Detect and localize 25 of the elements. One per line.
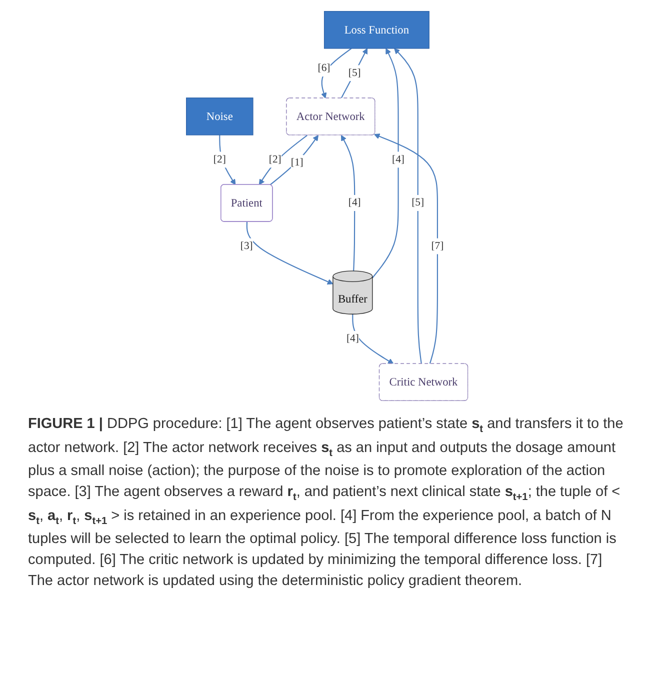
edge-label: [6] [318, 62, 330, 74]
arrow [394, 48, 422, 364]
arrow [219, 134, 236, 186]
edge-label: [4] [346, 332, 359, 344]
arrow [340, 135, 356, 271]
edge-label: [5] [412, 196, 424, 208]
edge-label: [4] [348, 196, 361, 208]
arrow [340, 48, 368, 98]
arrow [320, 48, 352, 98]
edge-label: [5] [348, 67, 361, 79]
arrow [258, 134, 308, 186]
arrow [352, 314, 394, 364]
edge-label: [1] [290, 156, 304, 168]
edge-label: [2] [213, 154, 226, 166]
figure-caption: FIGURE 1 | DDPG procedure: [1] The agent observes patient’s state s$_{t}$ and transfers it to the actor network. [2] The actor network receives s$_{t}$ as an input and outputs the dosage amount plus a small noise (action); the purpose of the noise is to promote exploration of the action space. [3] The agent observes a reward r$_{t}$, and patient’s next clinical state s$_{t+1}$; the tuple of < s$_{t}$, a$_{t}$, r$_{t}$, s$_{t+1}$ > is retained in an experience pool. [4] From the experience pool, a batch of N tuples will be selected to learn the optimal policy. [5] The temporal difference loss function is computed. [6] The critic network is updated by minimizing the temporal difference loss. [7] The actor network is updated using the deterministic policy gradient theorem. [28, 415, 624, 592]
node-box: Loss Function [324, 11, 430, 49]
arrow [374, 134, 438, 364]
edge-label: [3] [240, 240, 253, 252]
node-box: Noise [186, 98, 254, 136]
arrow [270, 135, 318, 186]
arrow [372, 48, 399, 278]
edge-label: [4] [392, 154, 404, 166]
arrow [246, 222, 334, 284]
edge-label: [7] [431, 240, 444, 252]
edge-label: [2] [268, 154, 282, 166]
